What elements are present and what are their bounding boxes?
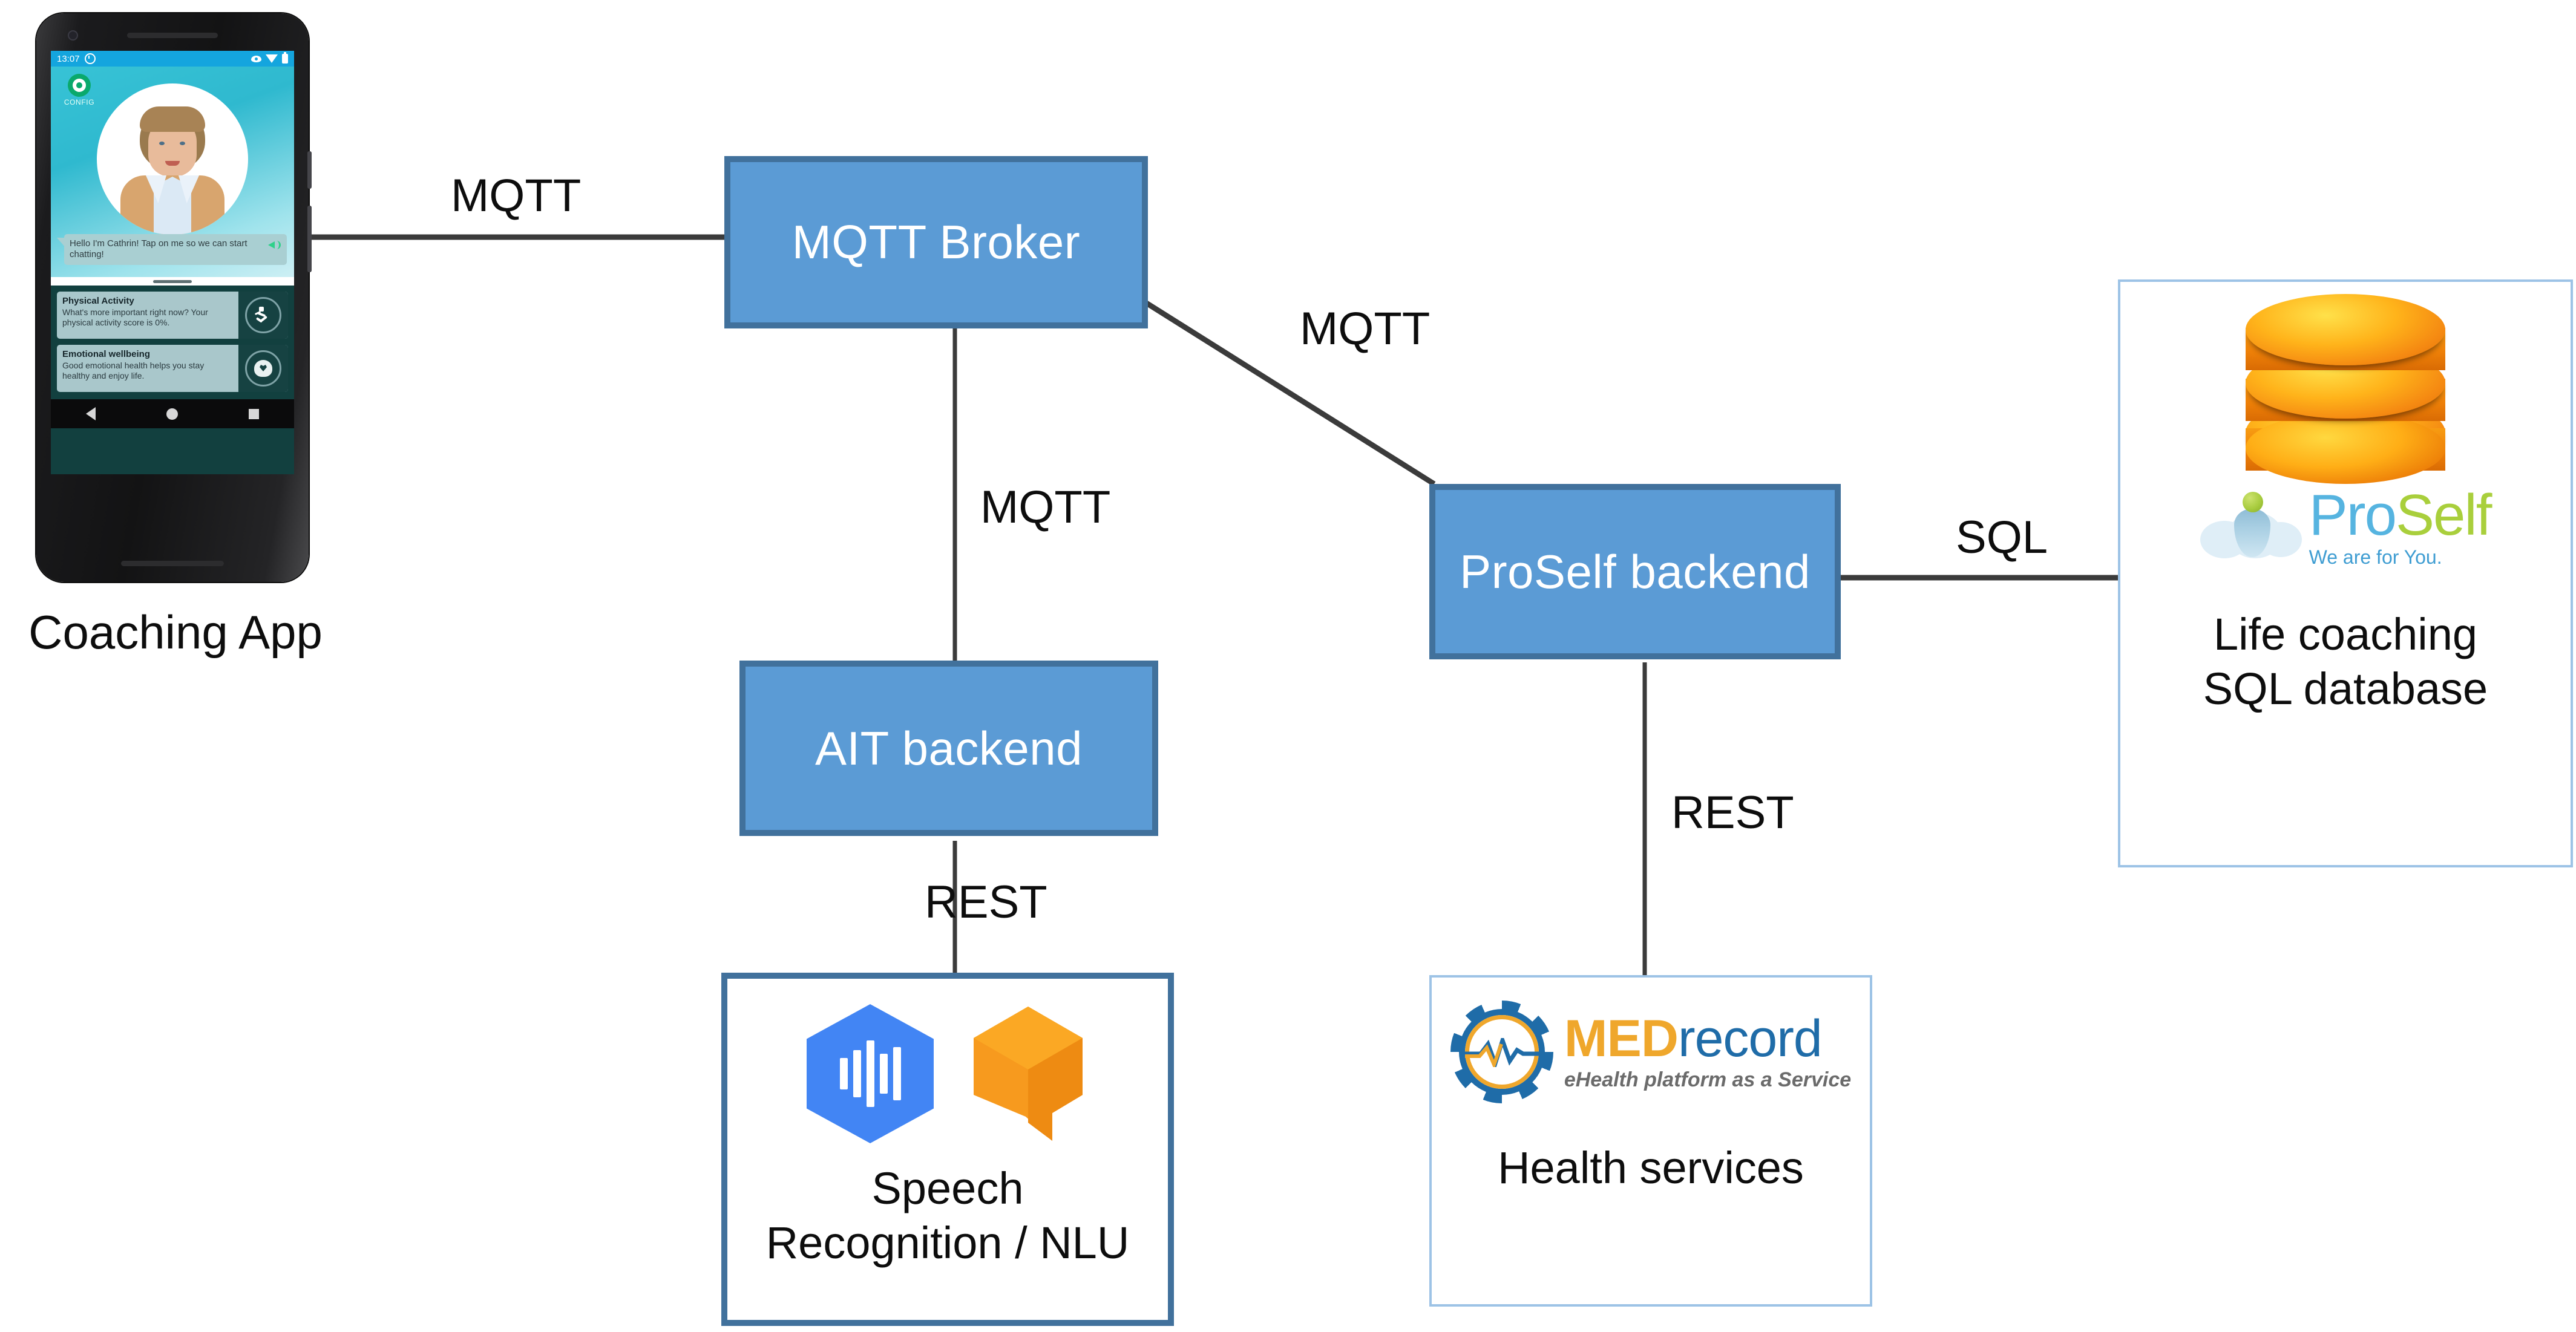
speech-nlu-logos: [807, 1004, 1089, 1143]
card-icon-cell[interactable]: [238, 292, 288, 339]
google-speech-to-text-hexagon-icon: [807, 1004, 934, 1143]
wifi-icon: [266, 54, 278, 63]
head-heart-icon: [245, 350, 281, 387]
eye-icon: [251, 55, 261, 62]
card-title: Physical Activity: [62, 296, 134, 306]
proself-tagline: We are for You.: [2309, 546, 2442, 569]
config-button-label: CONFIG: [64, 98, 95, 106]
back-icon[interactable]: [86, 407, 96, 420]
status-bar-time: 13:07: [57, 53, 80, 64]
home-icon[interactable]: [166, 408, 178, 420]
list-item[interactable]: Physical Activity What's more important …: [57, 292, 288, 339]
card-body: What's more important right now? Your ph…: [62, 307, 208, 327]
database-cylinder-icon: [2246, 294, 2445, 484]
coaching-app-phone: 13:07 CONFIG: [36, 13, 312, 582]
edge-label-app-broker: MQTT: [451, 170, 582, 221]
panel-speech-nlu[interactable]: Speech Recognition / NLU: [721, 973, 1174, 1326]
card-text: Physical Activity What's more important …: [57, 292, 238, 339]
panel-health-services-caption: Health services: [1498, 1143, 1804, 1193]
node-mqtt-broker-label: MQTT Broker: [791, 215, 1081, 269]
card-text: Emotional wellbeing Good emotional healt…: [57, 345, 238, 392]
edge-label-broker-ait: MQTT: [980, 482, 1111, 533]
medrecord-logo: MEDrecord eHealth platform as a Service: [1450, 1001, 1851, 1103]
config-button[interactable]: CONFIG: [61, 74, 98, 106]
avatar[interactable]: [97, 83, 248, 235]
node-ait-backend[interactable]: AIT backend: [739, 661, 1158, 836]
drag-handle[interactable]: [153, 279, 192, 283]
card-icon-cell[interactable]: [238, 345, 288, 392]
avatar-fringe: [140, 106, 205, 132]
panel-life-coaching-db-caption: Life coaching SQL database: [2203, 609, 2488, 714]
medrecord-name-part2: record: [1677, 1009, 1823, 1068]
alarm-clock-icon: [84, 53, 96, 64]
phone-bottom-bar: [121, 561, 224, 566]
avatar-eye-left: [159, 142, 165, 145]
sheet-divider: [51, 277, 294, 286]
dialogflow-cube-icon: [968, 1004, 1089, 1143]
status-bar-indicators: [251, 52, 288, 64]
node-proself-backend[interactable]: ProSelf backend: [1429, 484, 1841, 659]
medrecord-tagline: eHealth platform as a Service: [1564, 1068, 1852, 1091]
proself-logo: ProSelf We are for You.: [2200, 486, 2492, 569]
app-avatar-area: CONFIG Hello I'm Cathrin! Tap on me so w…: [51, 67, 294, 277]
proself-name-part2: Self: [2395, 483, 2492, 547]
medrecord-name-part1: MED: [1564, 1009, 1679, 1068]
medrecord-wordmark: MEDrecord eHealth platform as a Service: [1564, 1013, 1851, 1092]
running-person-icon: [245, 297, 281, 333]
node-ait-backend-label: AIT backend: [814, 721, 1083, 775]
coaching-app-caption: Coaching App: [28, 606, 323, 659]
panel-speech-nlu-caption: Speech Recognition / NLU: [765, 1163, 1130, 1268]
card-title: Emotional wellbeing: [62, 349, 151, 359]
phone-screen: 13:07 CONFIG: [51, 51, 294, 474]
android-status-bar: 13:07: [51, 51, 294, 67]
edge-label-proself-health: REST: [1671, 787, 1794, 838]
phone-earpiece: [127, 33, 218, 38]
node-proself-backend-label: ProSelf backend: [1460, 544, 1811, 598]
cloud-person-icon: [2200, 492, 2303, 564]
node-mqtt-broker[interactable]: MQTT Broker: [724, 156, 1148, 328]
gear-pulse-icon: [1450, 1001, 1553, 1103]
phone-power-button[interactable]: [307, 151, 312, 189]
phone-volume-button[interactable]: [307, 206, 312, 272]
recents-icon[interactable]: [248, 408, 259, 419]
assistant-speech-text: Hello I'm Cathrin! Tap on me so we can s…: [70, 238, 247, 260]
speaker-icon[interactable]: [268, 240, 281, 250]
edge-label-broker-proself: MQTT: [1300, 303, 1431, 354]
assistant-speech-bubble: Hello I'm Cathrin! Tap on me so we can s…: [57, 233, 287, 265]
edge-label-ait-speech: REST: [925, 877, 1047, 928]
battery-icon: [282, 52, 288, 64]
avatar-mouth: [165, 161, 180, 166]
card-body: Good emotional health helps you stay hea…: [62, 361, 205, 380]
proself-name-part1: Pro: [2309, 483, 2397, 547]
phone-front-camera-icon: [68, 30, 78, 41]
panel-health-services[interactable]: MEDrecord eHealth platform as a Service …: [1429, 975, 1872, 1307]
panel-life-coaching-db[interactable]: ProSelf We are for You. Life coaching SQ…: [2118, 279, 2573, 867]
android-nav-bar: [51, 399, 294, 428]
list-item[interactable]: Emotional wellbeing Good emotional healt…: [57, 345, 288, 392]
avatar-eye-right: [180, 142, 185, 145]
gear-icon: [68, 74, 91, 97]
edge-label-proself-db: SQL: [1956, 512, 2048, 563]
suggestion-card-list: Physical Activity What's more important …: [51, 286, 294, 399]
proself-wordmark: ProSelf We are for You.: [2309, 486, 2492, 569]
